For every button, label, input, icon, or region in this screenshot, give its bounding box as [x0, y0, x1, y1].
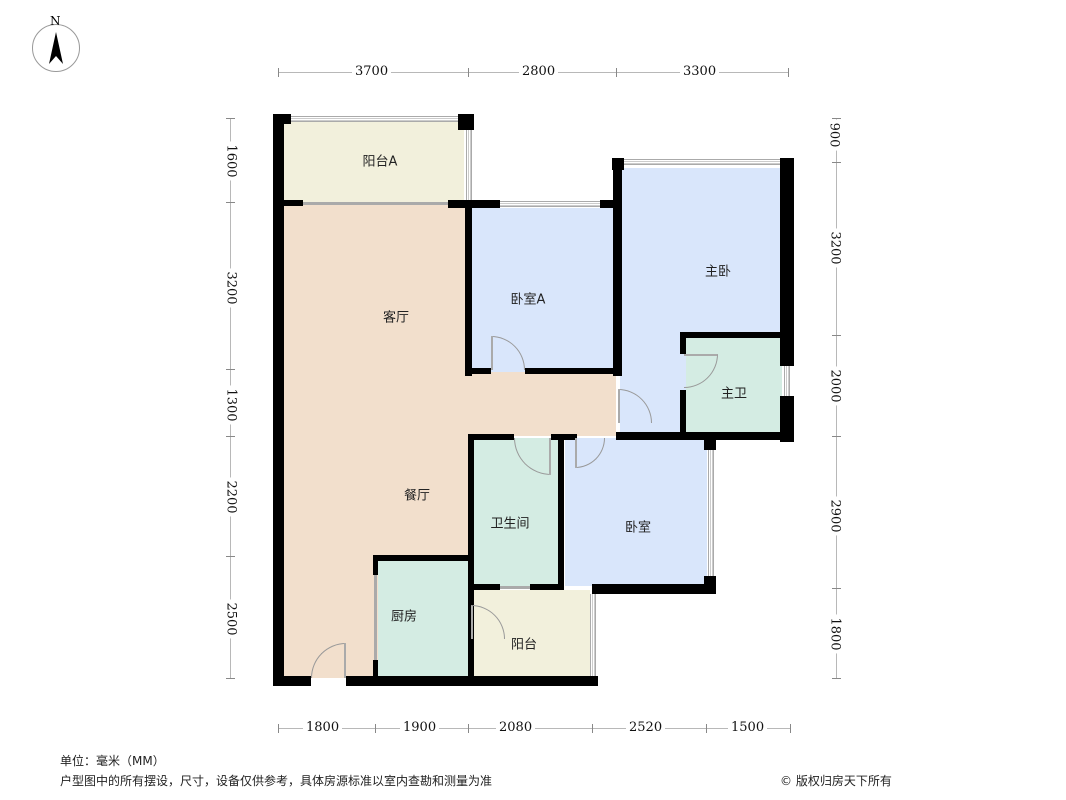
room-balcony-a [284, 122, 464, 204]
window [500, 201, 600, 207]
wall [346, 676, 598, 686]
dimension-tick [226, 118, 235, 119]
label-living-room: 客厅 [382, 310, 410, 326]
dimension-tick [468, 724, 469, 733]
wall [465, 368, 491, 374]
dimension-tick [226, 202, 235, 203]
north-arrow-icon [49, 32, 63, 64]
dimension-tick [278, 724, 279, 733]
bottom-dim-1: 1800 [303, 721, 343, 735]
unit-note: 单位：毫米（MM） [60, 754, 165, 768]
room-kitchen [378, 560, 468, 676]
bottom-dim-5: 1500 [728, 721, 768, 735]
right-dim-3: 2000 [827, 366, 843, 406]
wall [530, 584, 562, 590]
wall [273, 114, 291, 124]
wall [780, 396, 794, 442]
dimension-tick [832, 678, 841, 679]
window [466, 130, 472, 200]
right-dim-4: 2900 [827, 496, 843, 536]
bottom-dim-4: 2520 [626, 721, 666, 735]
wall [558, 434, 564, 590]
label-bedroom-a: 卧室A [510, 292, 546, 308]
room-corridor [468, 372, 616, 436]
dimension-tick [832, 436, 841, 437]
sliding-door[interactable] [303, 202, 448, 205]
dimension-tick [375, 724, 376, 733]
wall [373, 555, 473, 561]
window [708, 450, 714, 576]
disclaimer-note: 户型图中的所有摆设，尺寸，设备仅供参考，具体房源标准以室内查勘和测量为准 [60, 774, 493, 788]
dimension-tick [790, 724, 791, 733]
wall [592, 584, 716, 594]
wall [273, 114, 284, 686]
right-dim-5: 1800 [827, 614, 843, 654]
wall [373, 555, 378, 575]
dimension-tick [616, 68, 617, 77]
wall [448, 200, 500, 208]
left-dim-2: 3200 [223, 268, 239, 308]
dimension-tick [788, 68, 789, 77]
right-dim-1: 900 [826, 119, 841, 151]
sliding-door[interactable] [500, 586, 530, 589]
left-dim-5: 2500 [223, 599, 239, 639]
dimension-tick [832, 588, 841, 589]
bottom-dim-3: 2080 [496, 721, 536, 735]
dimension-tick [226, 369, 235, 370]
top-dim-1: 3700 [352, 65, 392, 79]
wall [273, 676, 311, 686]
label-balcony: 阳台 [510, 637, 538, 653]
dimension-tick [832, 162, 841, 163]
wall [465, 200, 472, 376]
wall [468, 584, 500, 590]
top-dim-2: 2800 [519, 65, 559, 79]
label-master-bath: 主卫 [720, 386, 748, 402]
wall [551, 434, 577, 440]
dimension-tick [468, 68, 469, 77]
label-kitchen: 厨房 [390, 609, 418, 625]
left-dim-4: 2200 [223, 477, 239, 517]
dimension-tick [226, 556, 235, 557]
dimension-tick [278, 68, 279, 77]
dimension-tick [592, 724, 593, 733]
wall [612, 158, 624, 170]
dimension-tick [226, 436, 235, 437]
wall [680, 332, 686, 354]
compass-north-label: N [50, 14, 61, 28]
window [624, 159, 780, 165]
label-master-bedroom: 主卧 [704, 264, 732, 280]
label-balcony-a: 阳台A [362, 154, 398, 170]
copyright-note: © 版权归房天下所有 [780, 774, 892, 788]
dimension-tick [706, 724, 707, 733]
wall [458, 114, 474, 130]
right-dim-2: 3200 [827, 228, 843, 268]
room-living-room [284, 204, 468, 436]
label-dining-room: 餐厅 [403, 488, 431, 504]
dimension-tick [832, 335, 841, 336]
wall [373, 660, 378, 680]
sliding-door[interactable] [374, 575, 377, 660]
label-bedroom: 卧室 [624, 520, 652, 536]
wall [525, 368, 618, 374]
top-dim-3: 3300 [680, 65, 720, 79]
window [590, 594, 596, 676]
wall [680, 332, 784, 338]
bottom-dim-2: 1900 [400, 721, 440, 735]
window [784, 366, 790, 396]
window [291, 116, 458, 122]
wall [704, 436, 716, 450]
wall [780, 158, 794, 366]
compass-circle [32, 24, 80, 72]
dimension-tick [226, 678, 235, 679]
wall [273, 200, 303, 206]
left-dim-1: 1600 [223, 141, 239, 181]
dimension-tick [832, 118, 841, 119]
wall [680, 390, 686, 436]
wall [613, 158, 622, 376]
left-dim-3: 1300 [223, 385, 239, 425]
wall [468, 434, 514, 440]
room-master-bath [686, 338, 782, 432]
wall [600, 200, 620, 208]
label-bathroom: 卫生间 [490, 516, 530, 532]
